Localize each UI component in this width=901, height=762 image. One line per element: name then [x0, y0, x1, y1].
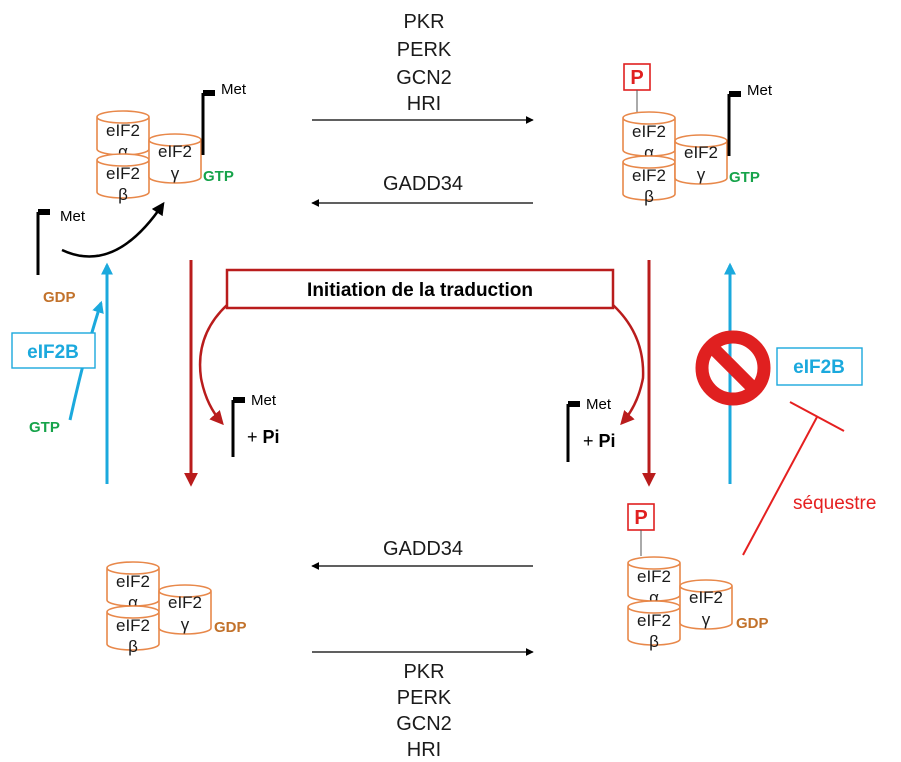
- eif2b-label-left: eIF2B: [27, 342, 79, 363]
- pi-label-right: + Pi: [583, 431, 616, 451]
- alpha-label-name: eIF2: [637, 567, 671, 586]
- released-met-left: Met + Pi: [231, 392, 280, 457]
- alpha-label-greek: α: [644, 143, 654, 162]
- free-met-label: Met: [60, 208, 86, 225]
- kinase-label-top-3: GCN2: [396, 67, 452, 89]
- kinase-label-top-4: HRI: [407, 93, 441, 115]
- eif2b-label-right: eIF2B: [793, 357, 845, 378]
- beta-label-name: eIF2: [116, 616, 150, 635]
- sequestration-bar: [789, 401, 845, 432]
- gamma-label-greek: γ: [181, 615, 190, 634]
- released-met-right: Met + Pi: [566, 396, 616, 462]
- subunit-alpha: eIF2 α: [106, 561, 160, 612]
- phospho-label: P: [634, 507, 647, 529]
- gamma-label-greek: γ: [697, 165, 706, 184]
- met-label: Met: [221, 81, 247, 98]
- subunit-beta: eIF2 β: [627, 600, 681, 651]
- translation-initiation-block: Initiation de la traduction Met + Pi Met…: [184, 260, 656, 487]
- alpha-label-greek: α: [649, 588, 659, 607]
- gdp-label: GDP: [736, 615, 769, 632]
- gtp-label: GTP: [203, 168, 234, 185]
- kinase-label-group-top: PKR PERK GCN2 HRI: [396, 11, 452, 115]
- free-met-trna-head: [38, 209, 50, 215]
- prohibition-icon: [695, 330, 771, 406]
- beta-label-greek: β: [644, 187, 654, 206]
- eif2b-box-right: [776, 347, 863, 386]
- complex-p-eif2-gtp-met: P eIF2 α eIF2 β eIF2 γ Met GTP: [622, 63, 773, 206]
- gamma-label-name: eIF2: [168, 593, 202, 612]
- gadd34-label-bottom: GADD34: [383, 538, 463, 560]
- gdp-label: GDP: [214, 619, 247, 636]
- gtp-label: GTP: [729, 169, 760, 186]
- met-trna: Met: [201, 81, 247, 155]
- beta-label-name: eIF2: [106, 164, 140, 183]
- met-trna: Met: [727, 82, 773, 156]
- subunit-beta: eIF2 β: [106, 605, 160, 656]
- subunit-gamma: eIF2 γ: [674, 134, 728, 185]
- gamma-label-greek: γ: [702, 610, 711, 629]
- pi-label-left: + Pi: [247, 427, 280, 447]
- subunit-gamma: eIF2 γ: [148, 133, 202, 184]
- kinase-label-group-bottom: PKR PERK GCN2 HRI: [396, 661, 452, 761]
- beta-label-greek: β: [649, 632, 659, 651]
- subunit-alpha: eIF2 α: [627, 556, 681, 607]
- alpha-label-name: eIF2: [106, 121, 140, 140]
- alpha-label-greek: α: [128, 593, 138, 612]
- met-label: Met: [747, 82, 773, 99]
- subunit-beta: eIF2 β: [96, 153, 150, 204]
- subunit-gamma: eIF2 γ: [679, 579, 733, 630]
- subunit-beta: eIF2 β: [622, 155, 676, 206]
- alpha-label-greek: α: [118, 142, 128, 161]
- beta-label-greek: β: [118, 185, 128, 204]
- gamma-label-name: eIF2: [689, 588, 723, 607]
- gdp-released-label: GDP: [43, 289, 76, 306]
- met-loading-arrow: [61, 201, 165, 258]
- subunit-alpha: eIF2 α: [622, 111, 676, 162]
- gadd34-label-top: GADD34: [383, 173, 463, 195]
- phospho-badge: [627, 503, 655, 531]
- released-met-label-right: Met: [586, 396, 612, 413]
- beta-label-name: eIF2: [632, 166, 666, 185]
- gamma-label-greek: γ: [171, 164, 180, 183]
- beta-label-name: eIF2: [637, 611, 671, 630]
- kinase-label-top-1: PKR: [403, 11, 444, 33]
- gamma-label-name: eIF2: [158, 142, 192, 161]
- complex-p-eif2-gdp: P eIF2 α eIF2 β eIF2 γ GDP: [627, 503, 769, 651]
- kinase-label-bottom-2: PERK: [397, 687, 452, 709]
- gamma-label-name: eIF2: [684, 143, 718, 162]
- complex-eif2-gtp-met: eIF2 α eIF2 β eIF2 γ Met GTP: [96, 81, 247, 204]
- sequestration-line: [742, 416, 818, 556]
- eif2b-box-left: [11, 332, 96, 369]
- right-blocked-pathway: eIF2B séquestre: [695, 262, 876, 556]
- kinase-label-bottom-4: HRI: [407, 739, 441, 761]
- red-curve-left: [198, 304, 228, 426]
- alpha-label-name: eIF2: [116, 572, 150, 591]
- sequestration-label: séquestre: [793, 493, 876, 514]
- initiation-banner-label: Initiation de la traduction: [307, 280, 533, 301]
- released-met-label-left: Met: [251, 392, 277, 409]
- initiation-banner: [225, 268, 615, 310]
- phospho-label: P: [630, 67, 643, 89]
- kinase-label-bottom-3: GCN2: [396, 713, 452, 735]
- left-exchange-pathway: Met GDP GTP eIF2B: [11, 201, 165, 484]
- complex-eif2-gdp: eIF2 α eIF2 β eIF2 γ GDP: [106, 561, 247, 656]
- beta-label-greek: β: [128, 637, 138, 656]
- alpha-label-name: eIF2: [632, 122, 666, 141]
- subunit-gamma: eIF2 γ: [158, 584, 212, 635]
- kinase-label-bottom-1: PKR: [403, 661, 444, 683]
- kinase-label-top-2: PERK: [397, 39, 452, 61]
- red-curve-right: [612, 304, 645, 426]
- gtp-in-label: GTP: [29, 419, 60, 436]
- subunit-alpha: eIF2 α: [96, 110, 150, 161]
